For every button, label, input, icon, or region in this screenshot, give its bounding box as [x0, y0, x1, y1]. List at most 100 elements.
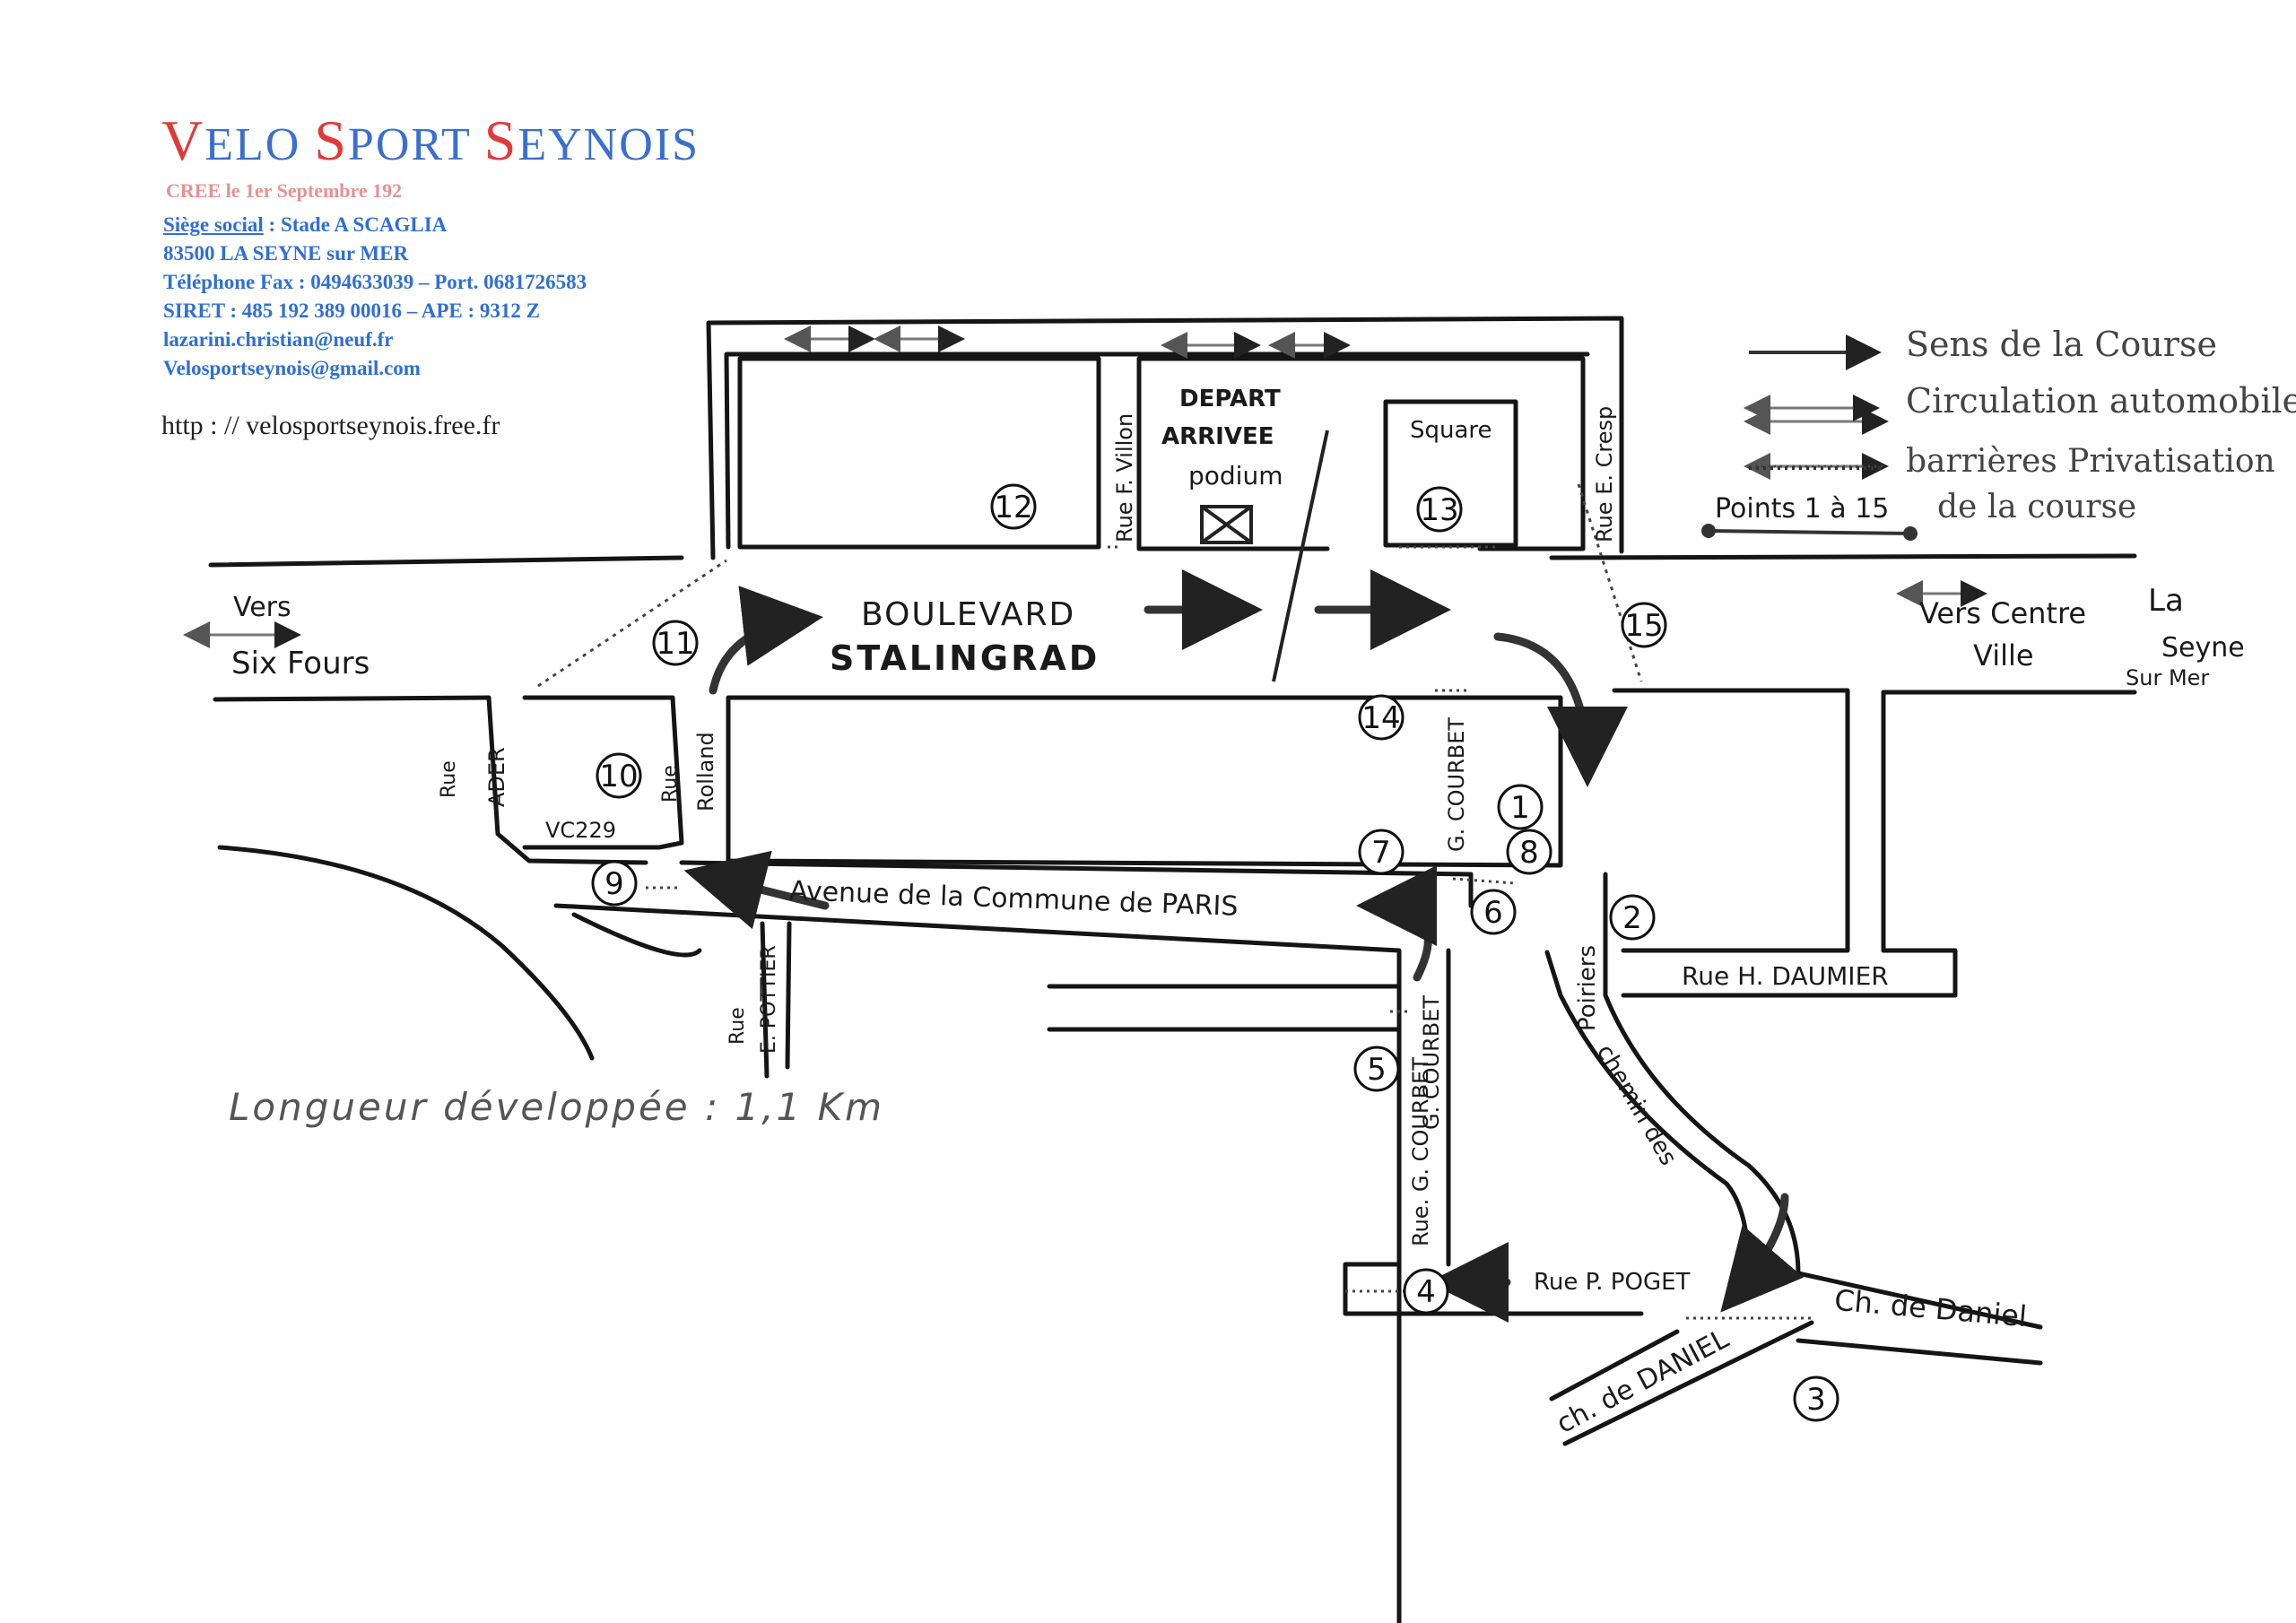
route-point-label: 15: [1624, 608, 1663, 644]
address: 83500 LA SEYNE sur MER: [163, 242, 409, 265]
legend-barrier-label-2: de la course: [1937, 489, 2137, 525]
route-point-12: 12: [990, 483, 1037, 530]
rue-ader-label-2: ADER: [484, 747, 509, 807]
route-point-circle: [1621, 602, 1667, 648]
route-point-circle: [1358, 829, 1405, 875]
route-point-circle: [1416, 486, 1463, 533]
boulevard-south-edge-west: [213, 695, 491, 702]
route-point-15: 15: [1621, 602, 1667, 648]
route-point-8: 8: [1506, 829, 1552, 875]
route-point-label: 9: [604, 866, 624, 902]
route-point-circle: [596, 752, 642, 799]
boulevard-label-1: BOULEVARD: [861, 596, 1076, 633]
route-point-circle: [1497, 784, 1544, 830]
courbet-top-label: G. COURBET: [1444, 716, 1469, 852]
poiriers-label: Poiriers: [1574, 944, 1601, 1031]
route-point-circle: [1403, 1268, 1449, 1315]
courbet-low-label: Rue. G. COURBET: [1408, 1057, 1433, 1246]
top-road-outer: [706, 316, 1624, 560]
block-middle: [1136, 356, 1330, 551]
vers-right-1: Vers Centre: [1919, 596, 2087, 630]
route-point-label: 7: [1371, 835, 1391, 871]
route-point-5: 5: [1353, 1046, 1400, 1092]
route-point-7: 7: [1358, 829, 1405, 875]
rue-rolland-label-1: Rue: [659, 765, 682, 803]
route-point-circle: [652, 620, 699, 666]
route-point-1: 1: [1497, 784, 1544, 830]
route-point-label: 14: [1361, 700, 1400, 736]
legend-barrier-label-1: barrières Privatisation: [1906, 443, 2275, 480]
square-block: [1383, 399, 1518, 548]
route-point-label: 6: [1483, 895, 1503, 931]
route-point-circle: [1793, 1376, 1839, 1422]
email-1[interactable]: lazarini.christian@neuf.fr: [163, 328, 394, 351]
route-point-3: 3: [1793, 1376, 1839, 1422]
route-point-label: 10: [599, 759, 638, 794]
route-point-circle: [1353, 1046, 1400, 1092]
la-seyne-2: Seyne: [2161, 632, 2245, 664]
rue-pottier-label-1: Rue: [726, 1007, 749, 1045]
route-point-label: 12: [994, 490, 1032, 525]
route-point-circle: [1609, 894, 1656, 941]
route-point-label: 5: [1367, 1052, 1387, 1088]
boulevard-south-edge-east: [1612, 688, 2137, 695]
route-point-label: 11: [656, 626, 694, 662]
route-point-circle: [1506, 829, 1552, 875]
route-point-6: 6: [1470, 889, 1517, 935]
route-point-2: 2: [1609, 894, 1656, 941]
legend-course-label: Sens de la Course: [1906, 325, 2217, 364]
club-name: VELO SPORT SEYNOIS: [161, 108, 700, 172]
route-point-circle: [1470, 889, 1517, 935]
route-point-label: 8: [1519, 835, 1539, 871]
vc229-label: VC229: [545, 818, 616, 843]
founded-date: CREE le 1er Septembre 192: [166, 179, 403, 202]
daumier-label: Rue H. DAUMIER: [1682, 961, 1889, 991]
start-finish-pointer: [1272, 430, 1329, 682]
route-point-circle: [1358, 694, 1405, 741]
legend-points-line: [1708, 529, 1911, 535]
rue-villon-label: Rue F. Villon: [1112, 412, 1137, 542]
rue-pottier-label-2: E. POTTIER: [758, 945, 780, 1054]
siret: SIRET : 485 192 389 00016 – APE : 9312 Z: [163, 299, 541, 322]
route-point-14: 14: [1358, 694, 1405, 741]
route-point-10: 10: [596, 752, 642, 799]
siege-line: Siège social : Stade A SCAGLIA: [163, 213, 448, 236]
route-point-9: 9: [591, 860, 638, 907]
route-point-label: 4: [1416, 1274, 1436, 1310]
rue-rolland-label-2: Rolland: [693, 732, 718, 812]
start-label-2: ARRIVEE: [1161, 423, 1274, 450]
square-label: Square: [1410, 417, 1492, 444]
route-point-13: 13: [1416, 486, 1463, 533]
podium-label: podium: [1188, 461, 1283, 490]
route-point-label: 1: [1510, 790, 1530, 826]
boulevard-north-edge-west: [208, 555, 684, 568]
vers-left-2: Six Fours: [231, 646, 370, 681]
email-2[interactable]: Velosportseynois@gmail.com: [163, 357, 421, 379]
poget-label: Rue P. POGET: [1534, 1269, 1691, 1296]
length-label: Longueur développée : 1,1 Km: [229, 1085, 885, 1129]
central-block: [726, 695, 1563, 868]
barrier: [537, 559, 727, 688]
start-label-1: DEPART: [1179, 386, 1281, 412]
boulevard-label-2: STALINGRAD: [830, 638, 1100, 678]
legend-points-label: Points 1 à 15: [1715, 493, 1890, 525]
route-point-label: 3: [1806, 1382, 1826, 1418]
block-left: [737, 356, 1101, 550]
avenue-commune-south-edge: [553, 903, 1402, 1623]
rue-ader-label-1: Rue: [438, 760, 460, 798]
route-point-11: 11: [652, 620, 699, 666]
boulevard-north-edge-east: [1549, 553, 2137, 560]
vers-left-1: Vers: [233, 592, 291, 623]
route-point-circle: [591, 860, 638, 907]
legend-traffic-label: Circulation automobile: [1906, 381, 2296, 421]
podium-box: [1200, 505, 1253, 544]
website-link[interactable]: http : // velosportseynois.free.fr: [161, 411, 500, 440]
vers-right-2: Ville: [1973, 638, 2034, 673]
route-point-label: 13: [1420, 492, 1458, 528]
rue-cresp-label: Rue E. Cresp: [1592, 405, 1617, 542]
route-point-4: 4: [1403, 1268, 1449, 1315]
phone: Téléphone Fax : 0494633039 – Port. 06817…: [163, 271, 587, 293]
route-point-label: 2: [1622, 900, 1642, 936]
route-point-circle: [990, 483, 1037, 530]
